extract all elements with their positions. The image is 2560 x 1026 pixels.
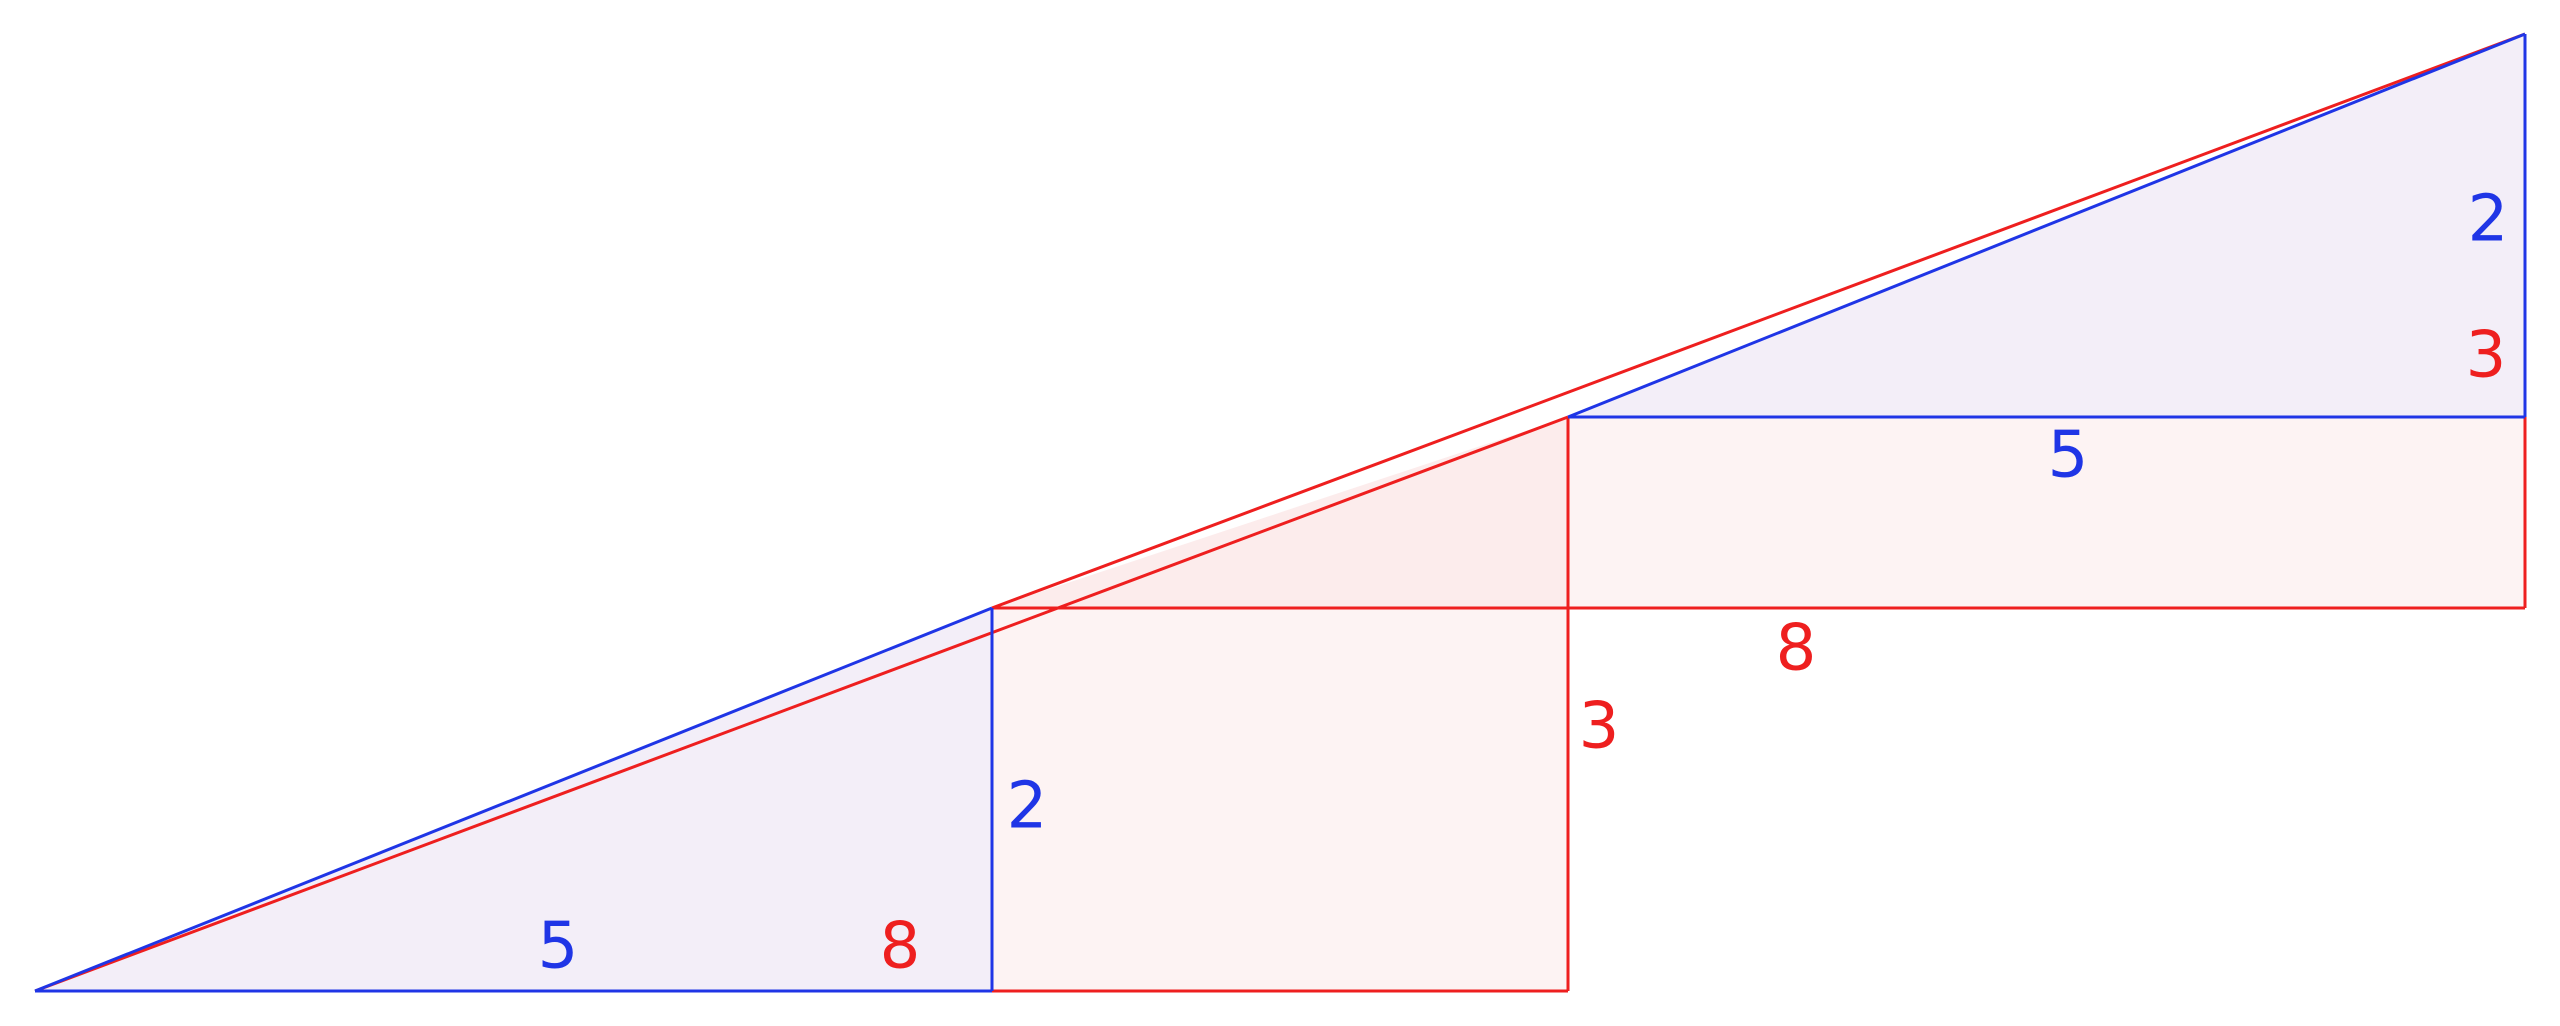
red-hypotenuse-upper (991, 32, 2526, 610)
blue-top-hypotenuse (1567, 32, 2526, 419)
red-hypotenuse-lower (34, 415, 1569, 993)
label-blue-top-height: 2 (2468, 183, 2509, 257)
label-red-middle-height: 3 (1579, 690, 1620, 764)
red-rectangle-middle-fill (992, 608, 1568, 991)
blue-outlines (34, 32, 2527, 993)
red-outlines (34, 32, 2527, 993)
label-red-middle-base: 8 (1776, 612, 1817, 686)
red-triangle-middle-fill (992, 417, 1568, 608)
label-blue-left-height: 2 (1007, 770, 1048, 844)
red-rectangle-upper-fill (1568, 417, 2525, 608)
label-red-top-height: 3 (2466, 319, 2507, 393)
blue-bottom-hypotenuse (34, 606, 993, 993)
label-blue-top-base: 5 (2048, 419, 2089, 493)
label-red-bottom-base: 8 (880, 910, 921, 984)
label-blue-bottom-base: 5 (538, 910, 579, 984)
